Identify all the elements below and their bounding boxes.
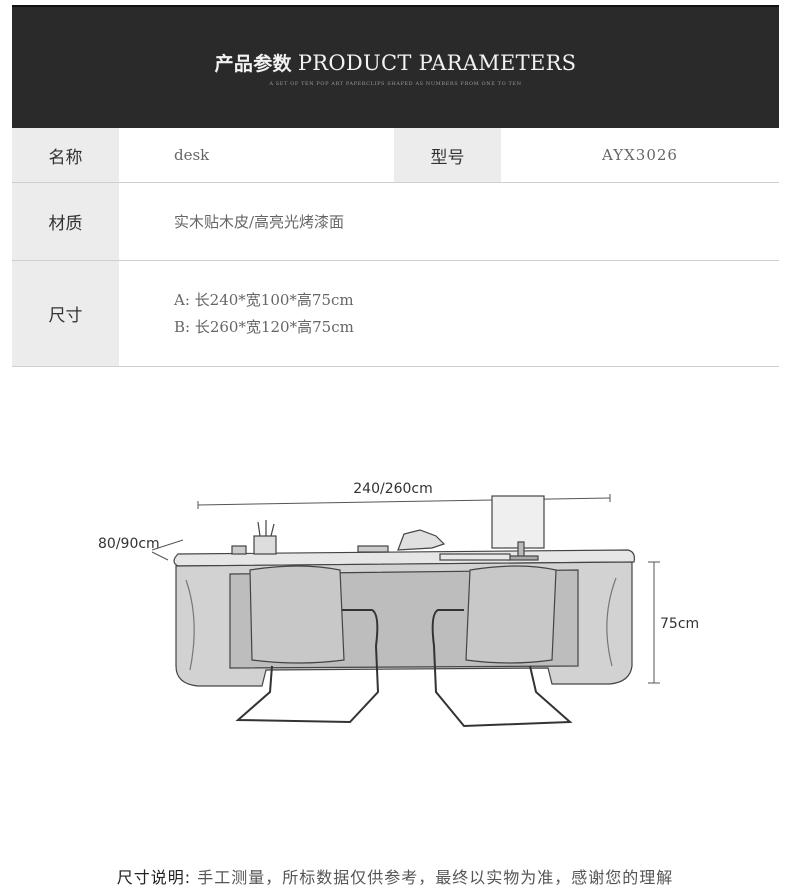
parameters-table: 名称 desk 型号 AYX3026 材质 实木贴木皮/高亮光烤漆面 尺寸 A:… [12, 128, 779, 367]
size-values: A: 长240*宽100*高75cm B: 长260*宽120*高75cm [119, 260, 779, 367]
model-value: AYX3026 [501, 128, 779, 183]
height-label: 75cm [660, 616, 699, 632]
name-value: desk [119, 128, 394, 183]
table-row: 材质 实木贴木皮/高亮光烤漆面 [12, 182, 779, 261]
name-label: 名称 [12, 128, 119, 183]
material-label: 材质 [12, 182, 119, 261]
disclaimer-text: 手工测量，所标数据仅供参考，最终以实物为准，感谢您的理解 [191, 868, 674, 887]
length-label: 240/260cm [353, 481, 433, 497]
depth-label: 80/90cm [98, 536, 160, 552]
banner-title-cn: 产品参数 [214, 53, 292, 75]
banner-title-en: PRODUCT PARAMETERS [297, 51, 577, 75]
table-row: 名称 desk 型号 AYX3026 [12, 128, 779, 183]
length-dimension-line [197, 497, 611, 506]
size-label: 尺寸 [12, 260, 119, 367]
size-option-b: B: 长260*宽120*高75cm [174, 317, 354, 336]
material-value: 实木贴木皮/高亮光烤漆面 [119, 182, 779, 261]
size-disclaimer: 尺寸说明: 手工测量，所标数据仅供参考，最终以实物为准，感谢您的理解 [0, 864, 790, 888]
disclaimer-label: 尺寸说明: [116, 868, 192, 887]
banner-subtitle: A SET OF TEN POP ART PAPERCLIPS SHAPED A… [269, 81, 522, 87]
desk-illustration [173, 495, 635, 728]
model-label: 型号 [394, 128, 501, 183]
table-row: 尺寸 A: 长240*宽100*高75cm B: 长260*宽120*高75cm [12, 260, 779, 367]
size-option-a: A: 长240*宽100*高75cm [174, 290, 354, 309]
desk-dimension-diagram: 240/260cm 80/90cm 75cm [98, 481, 699, 728]
